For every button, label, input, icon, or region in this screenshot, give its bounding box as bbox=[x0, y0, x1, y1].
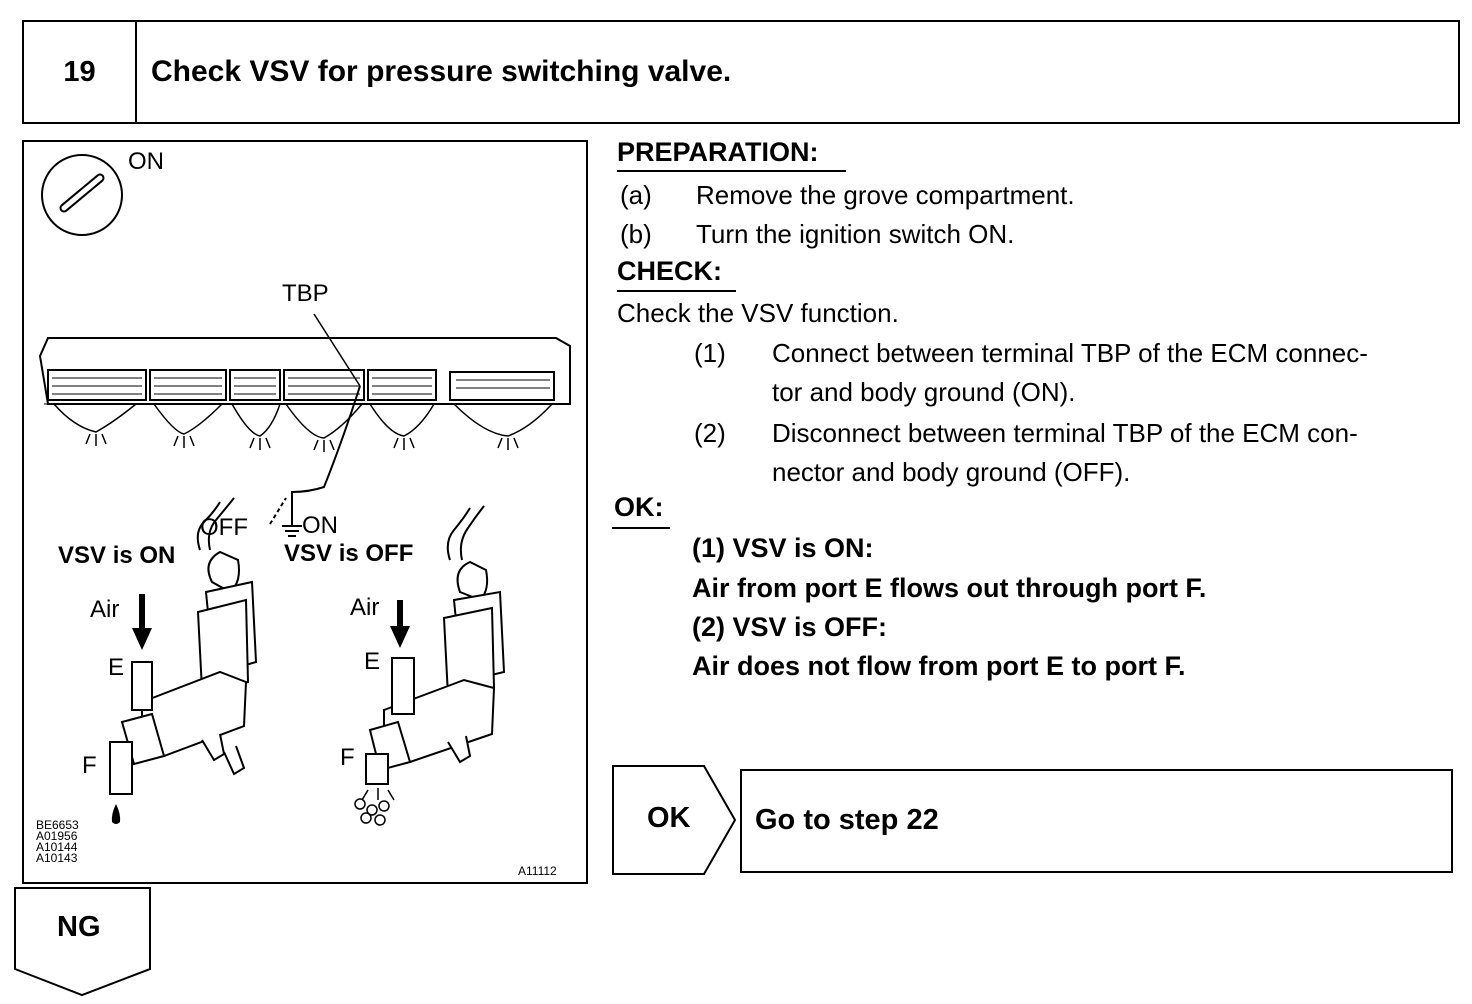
goto-step-box bbox=[740, 769, 1453, 873]
prep-marker-a: (a) bbox=[620, 180, 652, 210]
step-title: Check VSV for pressure switching valve. bbox=[151, 55, 732, 88]
ok-line-2: Air from port E flows out through port F… bbox=[692, 573, 1207, 603]
ignition-switch-icon bbox=[41, 154, 123, 236]
check-heading: CHECK: bbox=[617, 256, 722, 286]
step-number: 19 bbox=[24, 22, 137, 122]
preparation-heading: PREPARATION: bbox=[617, 137, 819, 167]
on-label: ON bbox=[302, 512, 338, 539]
ok-line-3: (2) VSV is OFF: bbox=[692, 612, 888, 642]
check-step-marker-2: (2) bbox=[694, 418, 726, 448]
air-out-drop-icon bbox=[111, 804, 121, 824]
goto-step-text: Go to step 22 bbox=[755, 804, 939, 836]
tbp-label: TBP bbox=[282, 280, 329, 307]
switch-off-line bbox=[269, 497, 287, 525]
check-step-1-line2: tor and body ground (ON). bbox=[772, 377, 1076, 407]
ng-branch-arrow bbox=[14, 887, 151, 997]
check-step-marker-1: (1) bbox=[694, 338, 726, 368]
port-e-left: E bbox=[108, 654, 125, 681]
figure-code: BE6653 bbox=[36, 818, 79, 832]
ok-branch-label: OK bbox=[647, 802, 691, 834]
vsv-off-illustration bbox=[365, 560, 506, 785]
ecm-connector-icon bbox=[38, 337, 571, 452]
vsv-on-illustration bbox=[109, 550, 258, 795]
figure-id: A11112 bbox=[518, 864, 557, 878]
ground-icon bbox=[282, 520, 302, 537]
air-label-right: Air bbox=[350, 594, 380, 621]
step-header: 19 Check VSV for pressure switching valv… bbox=[22, 20, 1460, 124]
check-underline bbox=[617, 290, 736, 292]
ok-heading: OK: bbox=[614, 492, 664, 522]
check-step-2-line2: nector and body ground (OFF). bbox=[772, 457, 1131, 487]
vsv-off-heading: VSV is OFF bbox=[284, 540, 414, 567]
ng-branch-label: NG bbox=[57, 911, 101, 943]
diagram-figure: ON TBP OFF ON VSV is ON VSV is OFF Air A… bbox=[22, 140, 588, 884]
tbp-leader-line bbox=[313, 313, 361, 387]
figure-code: A01956 bbox=[36, 829, 78, 843]
blocked-air-puff-icon bbox=[354, 788, 395, 826]
air-arrow-left-icon bbox=[132, 594, 152, 650]
figure-codes: BE6653 A01956 A10144 A10143 bbox=[36, 818, 79, 865]
ok-underline bbox=[612, 527, 670, 529]
air-label-left: Air bbox=[90, 596, 120, 623]
prep-marker-b: (b) bbox=[620, 219, 652, 249]
vsv-on-heading: VSV is ON bbox=[58, 542, 176, 569]
ok-line-1: (1) VSV is ON: bbox=[692, 533, 874, 563]
figure-code: A10144 bbox=[36, 840, 78, 854]
vsv-diagram-svg bbox=[38, 154, 571, 826]
check-intro: Check the VSV function. bbox=[617, 298, 899, 328]
figure-code: A10143 bbox=[36, 851, 78, 865]
vsv-on-wires bbox=[196, 501, 221, 551]
off-label: OFF bbox=[200, 514, 248, 541]
preparation-underline bbox=[617, 170, 846, 172]
ok-line-4: Air does not flow from port E to port F. bbox=[692, 651, 1186, 681]
prep-item-b: Turn the ignition switch ON. bbox=[696, 219, 1015, 249]
prep-item-a: Remove the grove compartment. bbox=[696, 180, 1075, 210]
ok-branch-arrow bbox=[612, 765, 737, 875]
jumper-wire bbox=[291, 385, 361, 520]
port-e-right: E bbox=[364, 648, 381, 675]
air-arrow-right-icon bbox=[390, 600, 410, 648]
check-step-1-line1: Connect between terminal TBP of the ECM … bbox=[772, 338, 1368, 368]
port-f-left: F bbox=[82, 752, 97, 779]
ignition-on-label: ON bbox=[128, 148, 164, 175]
port-f-right: F bbox=[340, 744, 355, 771]
check-step-2-line1: Disconnect between terminal TBP of the E… bbox=[772, 418, 1358, 448]
